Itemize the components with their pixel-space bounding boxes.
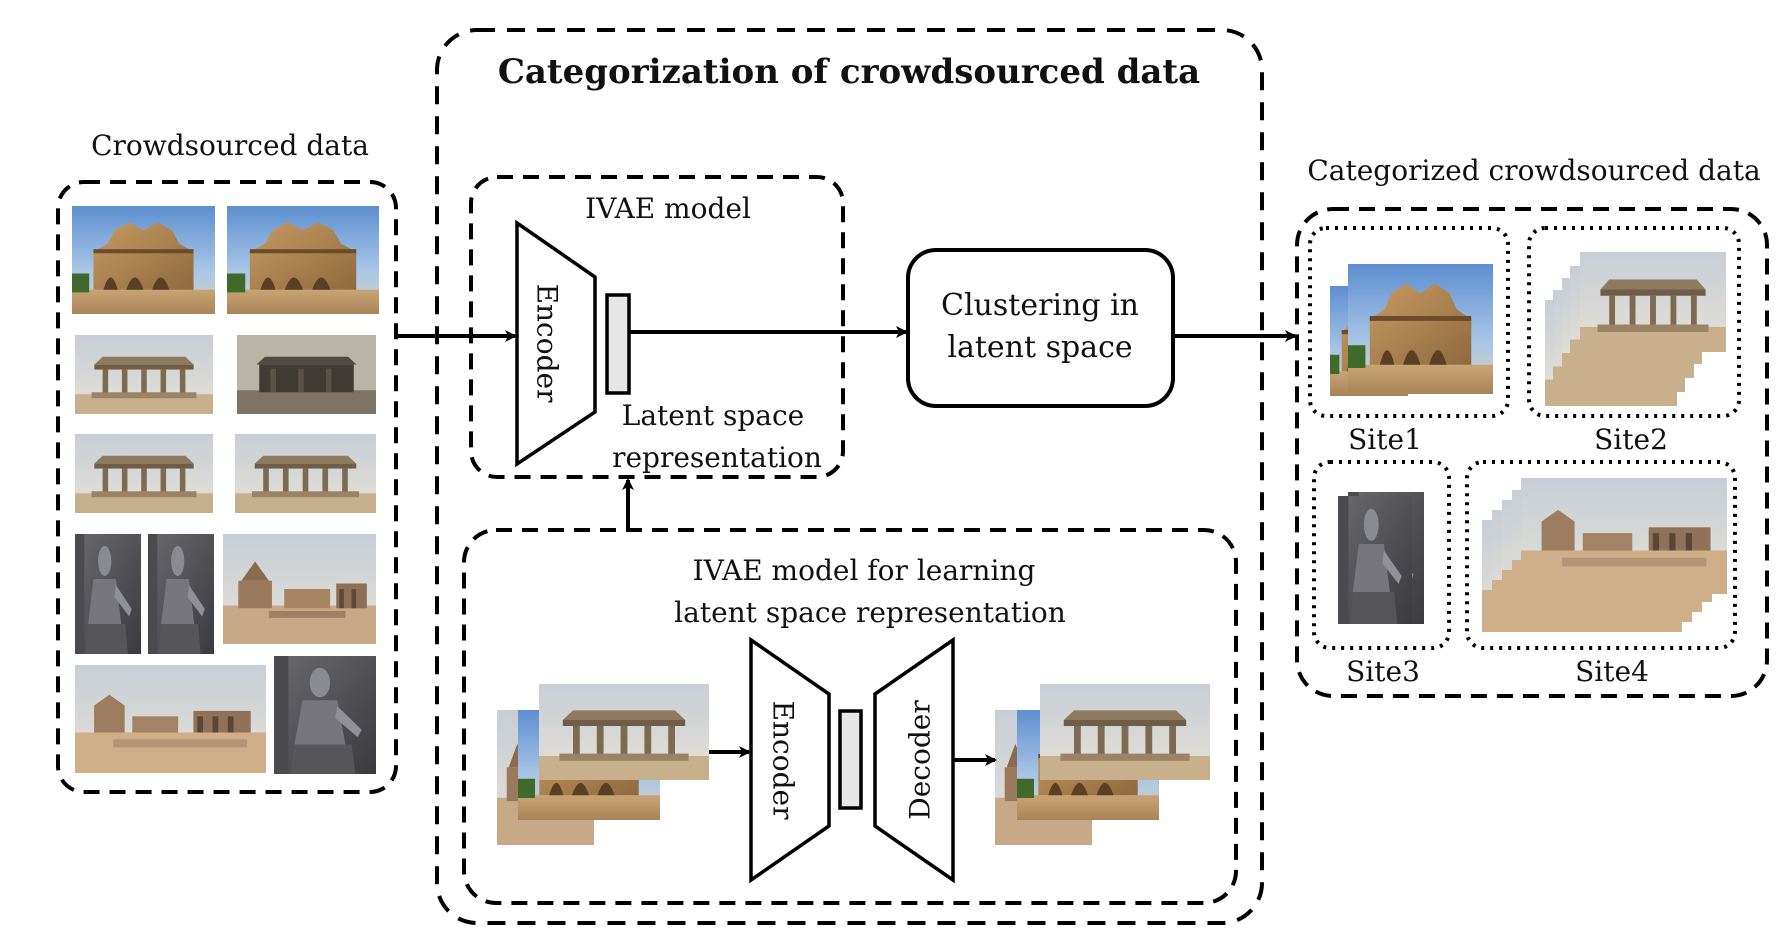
latent-label-line1: Latent space: [622, 399, 805, 432]
site2-label: Site2: [1594, 423, 1668, 456]
learning-panel-title-line1: IVAE model for learning: [693, 554, 1036, 587]
ivae-encoder-trapezoid: [515, 219, 597, 468]
learning-encoder-label: Encoder: [767, 701, 800, 821]
input-photo-mandapa-3: [235, 434, 376, 513]
output-panel: [1295, 207, 1769, 698]
main-title: Categorization of crowdsourced data: [498, 52, 1200, 92]
site4-label: Site4: [1575, 655, 1649, 688]
clustering-label-line2: latent space: [947, 330, 1132, 365]
learning-input-stack: [497, 684, 709, 845]
ivae-model-box: [469, 175, 845, 479]
learning-encoder-trapezoid: [749, 636, 831, 884]
input-photo-mandapa-1: [75, 335, 213, 414]
site4-box: [1465, 460, 1737, 650]
learning-latent-bar: [838, 709, 863, 810]
site1-box: [1308, 226, 1510, 418]
learning-decoder-label: Decoder: [904, 700, 937, 820]
site3-label: Site3: [1346, 655, 1420, 688]
input-photo-dark-mandapa: [237, 335, 376, 414]
input-image-grid: [72, 206, 379, 774]
input-panel: [56, 180, 398, 794]
clustering-box: [906, 248, 1175, 408]
clustering-label-line1: Clustering in: [941, 288, 1139, 323]
output-panel-title: Categorized crowdsourced data: [1307, 154, 1760, 187]
learning-decoder-trapezoid: [873, 636, 955, 884]
input-photo-ruins-1: [223, 534, 376, 644]
input-photo-statue-3: [274, 656, 376, 774]
learning-panel: [462, 528, 1238, 905]
learning-panel-title-line2: latent space representation: [674, 596, 1066, 629]
learning-output-stack: [995, 684, 1210, 845]
input-photo-lotus-1: [72, 206, 215, 314]
input-photo-mandapa-2: [75, 434, 213, 513]
input-photo-complex-1: [75, 665, 266, 773]
site3-images: [1338, 492, 1424, 624]
input-photo-statue-1: [75, 534, 141, 654]
input-photo-statue-2: [148, 534, 214, 654]
ivae-encoder-label: Encoder: [531, 284, 564, 404]
latent-label-line2: representation: [612, 441, 822, 474]
site4-images: [1482, 478, 1727, 632]
input-photo-lotus-2: [227, 206, 379, 314]
input-panel-title: Crowdsourced data: [91, 129, 369, 162]
ivae-model-title: IVAE model: [585, 192, 751, 225]
site2-images: [1545, 252, 1726, 406]
ivae-latent-bar: [605, 293, 631, 395]
site1-label: Site1: [1348, 423, 1422, 456]
site2-box: [1527, 226, 1741, 418]
site1-images: [1330, 264, 1493, 396]
categorization-container: [435, 28, 1264, 925]
